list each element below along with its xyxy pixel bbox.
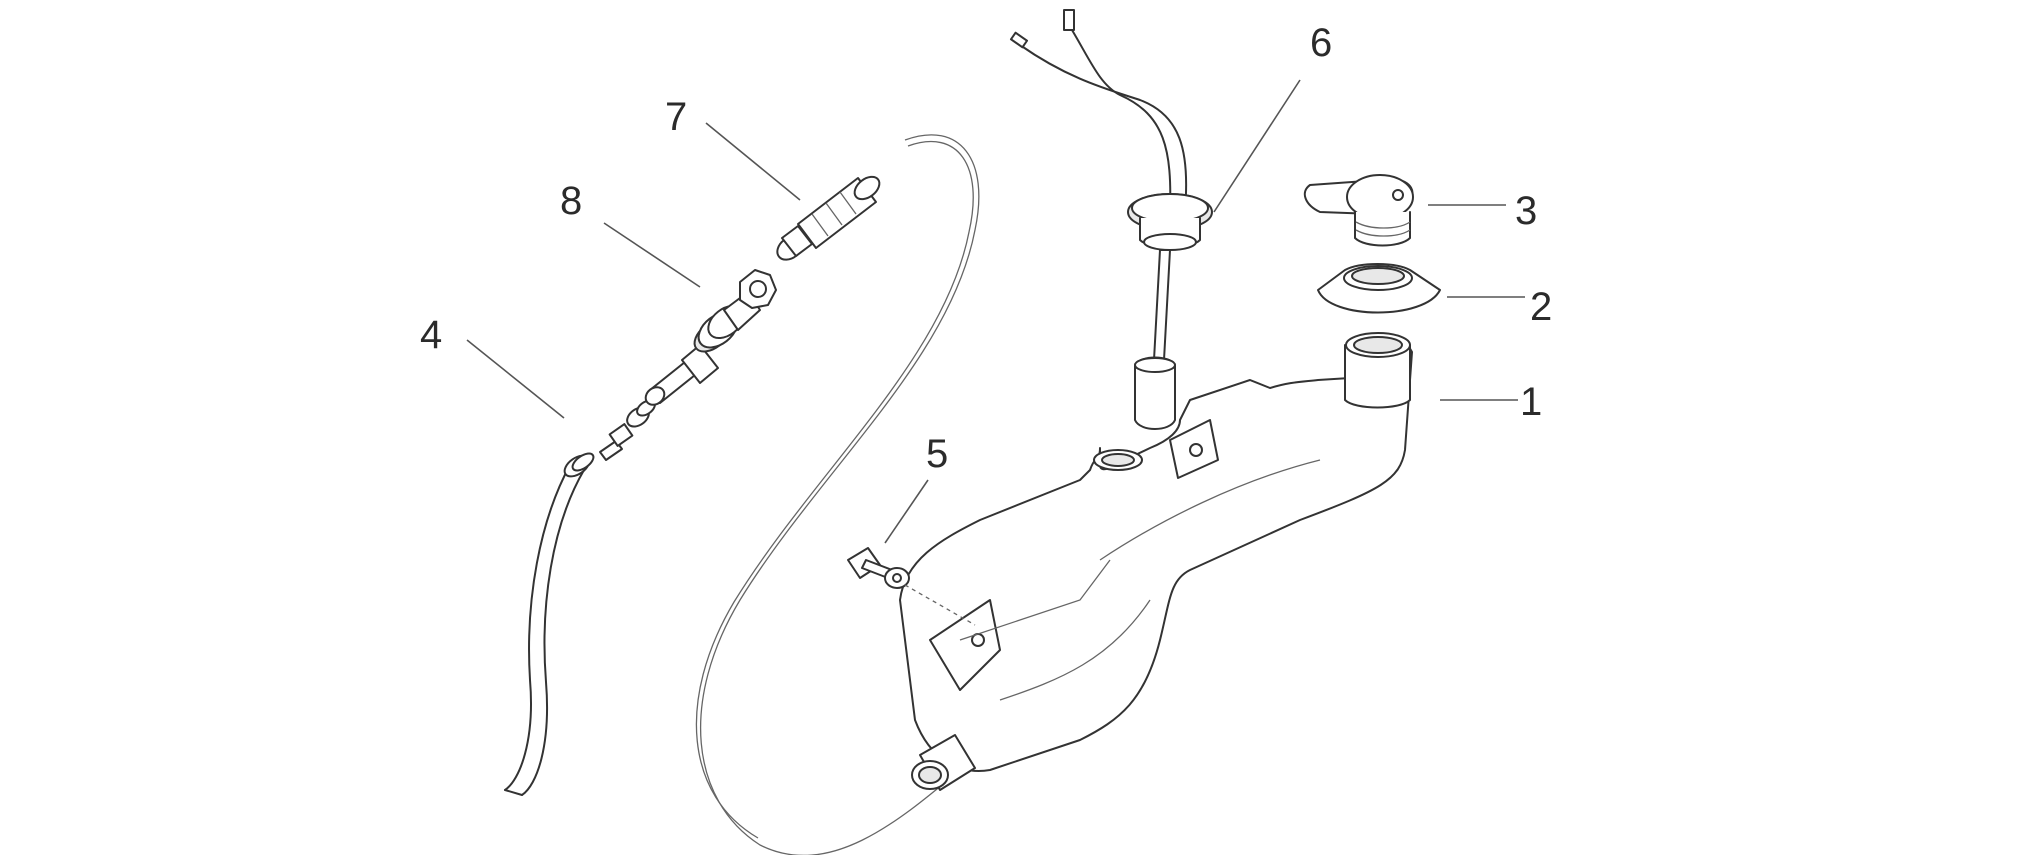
part-6-level-sender bbox=[1009, 9, 1213, 430]
callout-3: 3 bbox=[1515, 189, 1537, 233]
part-2-gasket bbox=[1317, 263, 1441, 314]
part-3-filler-cap bbox=[1303, 174, 1414, 247]
callout-5: 5 bbox=[926, 432, 948, 476]
leader-7 bbox=[705, 122, 801, 201]
thin-tube-loop-inner bbox=[695, 140, 974, 839]
leader-6 bbox=[1213, 79, 1301, 213]
leader-5 bbox=[884, 479, 929, 544]
leader-8 bbox=[603, 222, 701, 288]
callout-4: 4 bbox=[420, 313, 442, 357]
callout-1: 1 bbox=[1520, 380, 1542, 424]
part-7-filter bbox=[776, 175, 881, 261]
part-8-fuel-tap bbox=[644, 269, 777, 406]
callout-8: 8 bbox=[560, 179, 582, 223]
part-5-screw-washer bbox=[847, 547, 976, 626]
callout-6: 6 bbox=[1310, 21, 1332, 65]
thin-tube-loop bbox=[699, 134, 980, 855]
leader-4 bbox=[466, 339, 565, 419]
part-1-fuel-tank bbox=[899, 332, 1413, 791]
callout-2: 2 bbox=[1530, 285, 1552, 329]
part-4-hose bbox=[504, 399, 656, 796]
part-4-hose-clamp bbox=[563, 452, 595, 478]
part-4-fittings bbox=[599, 399, 656, 461]
callout-7: 7 bbox=[665, 95, 687, 139]
part-8-clip bbox=[739, 269, 777, 309]
